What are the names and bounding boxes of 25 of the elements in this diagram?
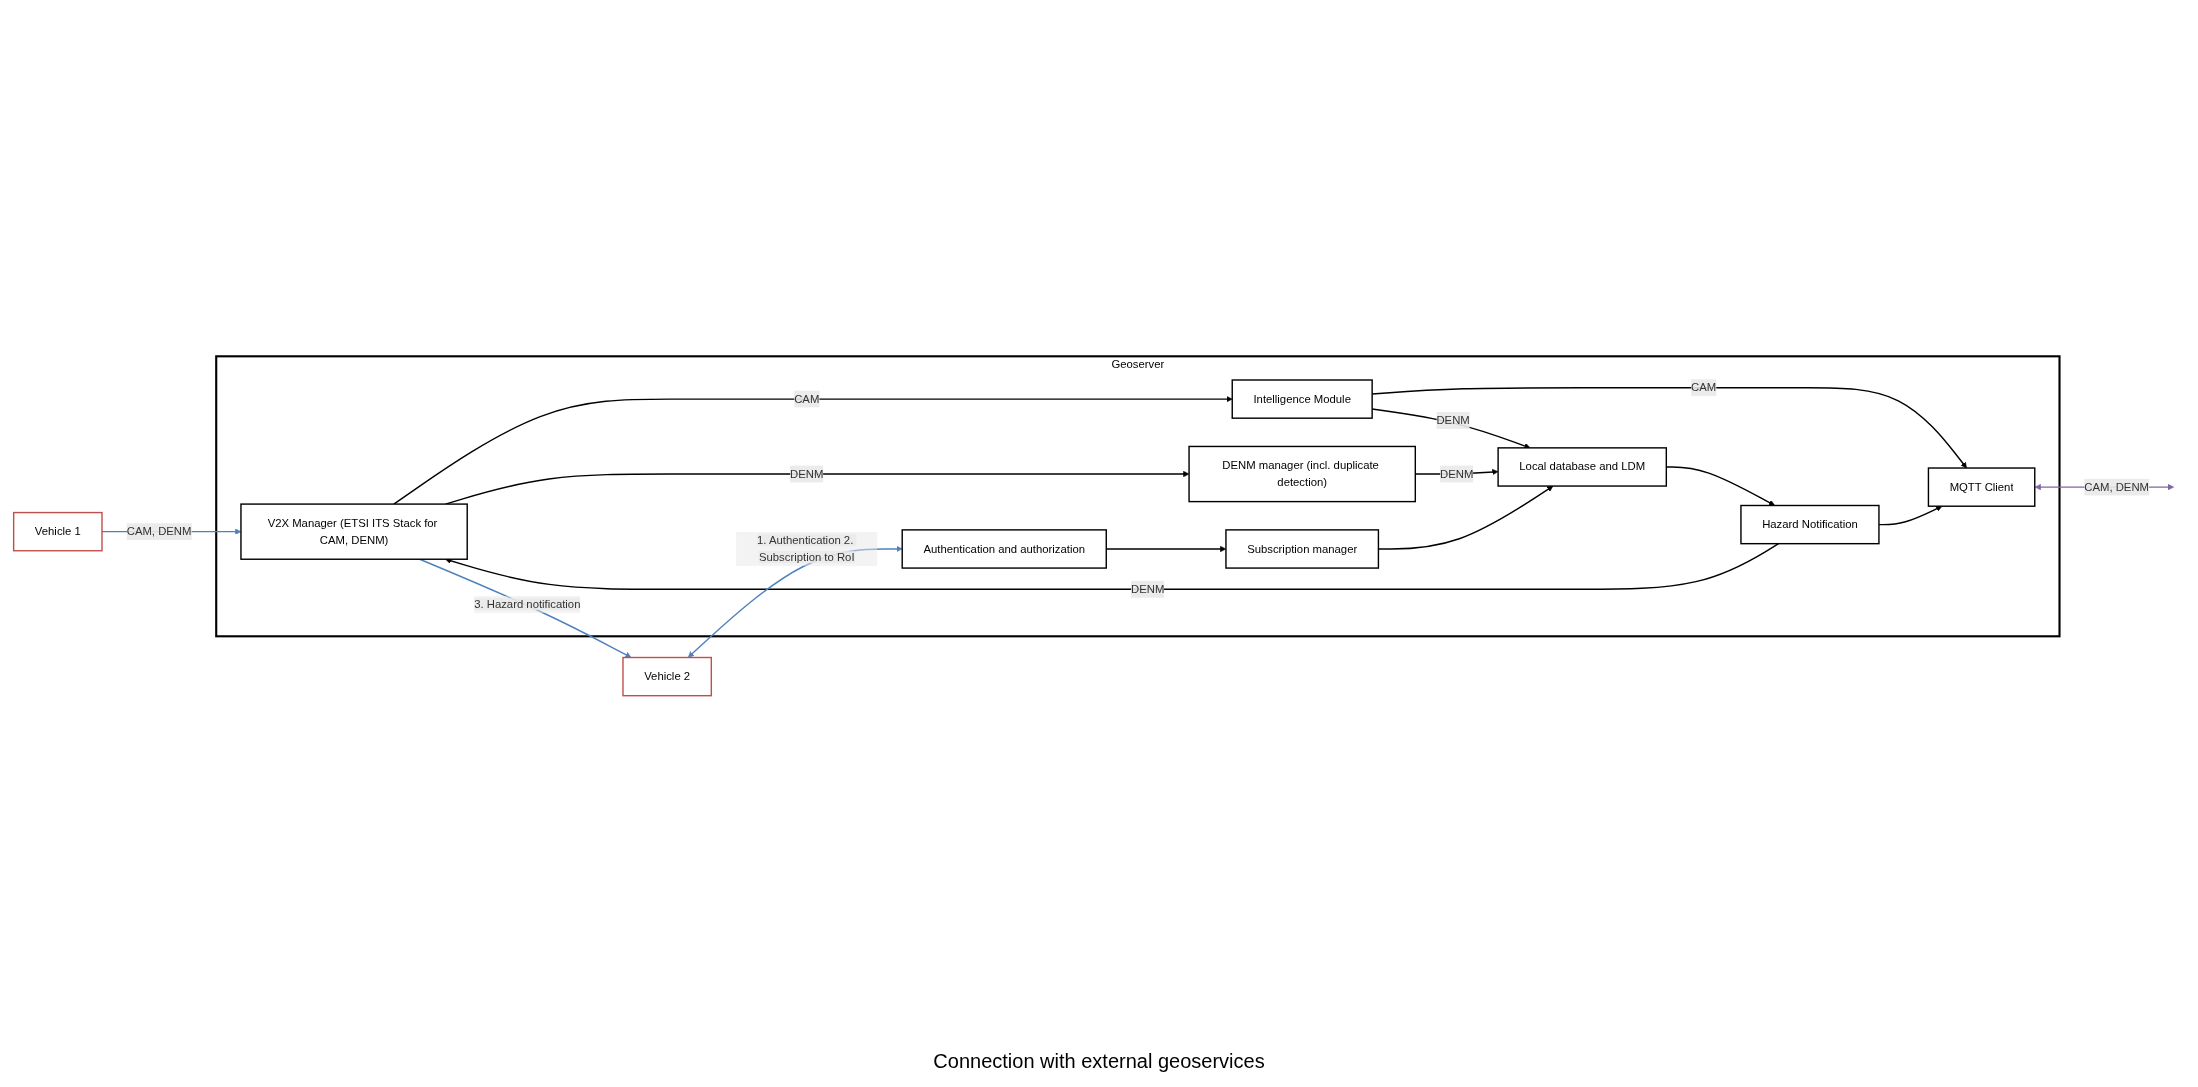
note-text: Connection with external geoservices [933, 1050, 1265, 1073]
edge-label: 1. Authentication 2. Subscription to RoI [757, 534, 855, 564]
node-box: Local database and LDM [1497, 447, 1668, 487]
edge-label: CAM [794, 392, 820, 405]
arrow [393, 396, 1233, 505]
node-box: V2X Manager (ETSI ITS Stack for CAM, DENM) [240, 503, 468, 560]
edge-label: CAM, DENM [126, 525, 192, 538]
arrow [419, 558, 632, 658]
edge-label: DENM [1436, 414, 1470, 427]
node-box: Hazard Notification [1740, 504, 1880, 545]
edge-label: DENM [790, 467, 824, 480]
edge-label: CAM, DENM [2084, 480, 2149, 493]
node-box: Vehicle 1 [12, 511, 103, 552]
arrow [1878, 505, 1943, 526]
node-box: Intelligence Module [1231, 379, 1373, 419]
edge-label: 3. Hazard notification [474, 598, 581, 611]
edge-label: CAM [1691, 381, 1717, 394]
node-box: Authentication and authorization [901, 529, 1107, 569]
node-box: Subscription manager [1225, 529, 1380, 569]
arrow [445, 542, 1780, 590]
node-box: MQTT Client [1927, 467, 2036, 507]
node-box: DENM manager (incl. duplicate detection) [1188, 445, 1416, 503]
edge-label: DENM [1440, 467, 1474, 480]
edge-label: DENM [1131, 582, 1165, 595]
node-box: Vehicle 2 [622, 656, 712, 697]
